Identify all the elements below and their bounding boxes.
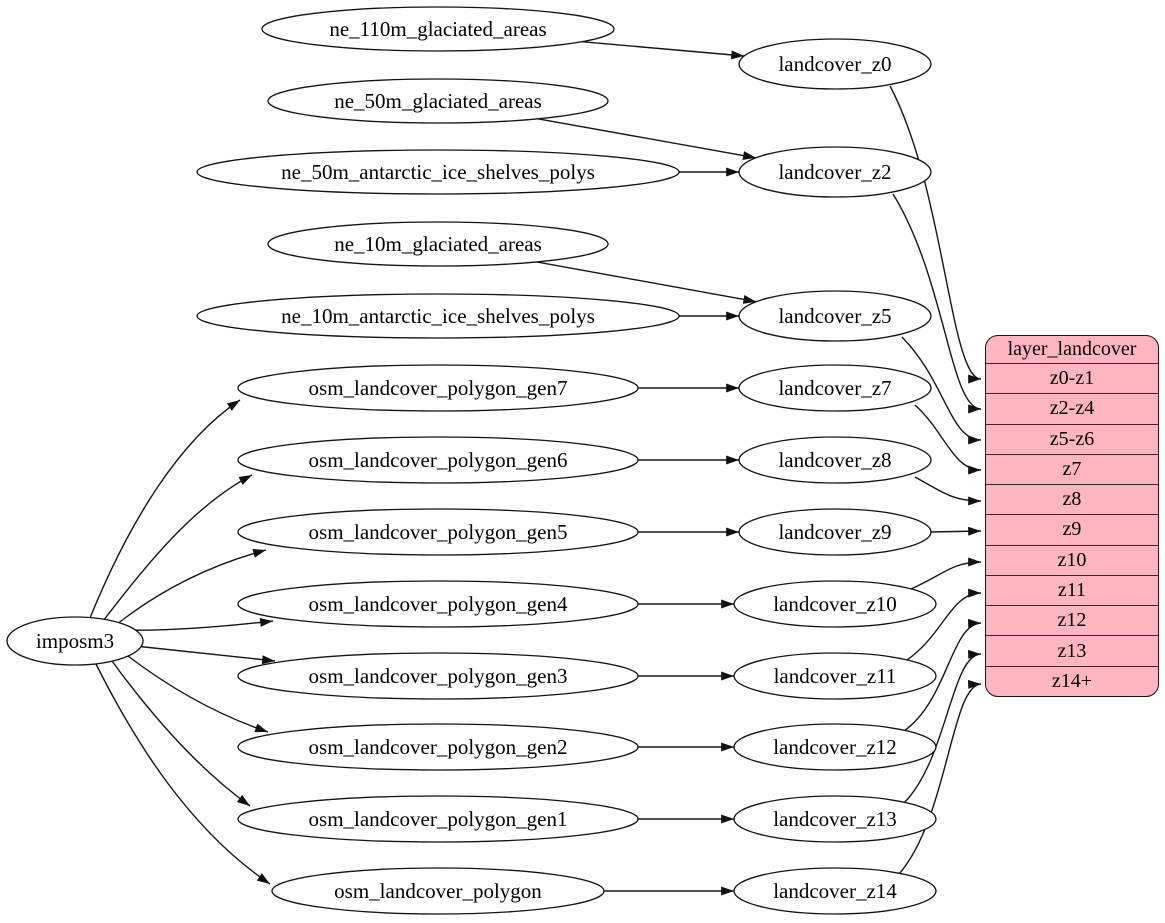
node-label-osm_landcover_polygon_gen7: osm_landcover_polygon_gen7 [309, 376, 568, 400]
edge-landcover_z7-to-layer_landcover-z7 [914, 404, 982, 475]
edge-ne_10m_glaciated_areas-to-landcover_z5 [536, 261, 757, 304]
edge-ne_50m_glaciated_areas-to-landcover_z2 [537, 118, 757, 160]
node-label-landcover_z8: landcover_z8 [778, 448, 891, 472]
table-row-z10: z10 [986, 544, 1158, 575]
edge-imposm3-to-osm_landcover_polygon_gen1 [111, 660, 251, 807]
node-label-osm_landcover_polygon_gen1: osm_landcover_polygon_gen1 [309, 807, 568, 831]
node-ne_10m_antarctic_ice_shelves_polys [196, 293, 680, 339]
node-label-osm_landcover_polygon_gen3: osm_landcover_polygon_gen3 [309, 664, 568, 688]
node-label-ne_10m_antarctic_ice_shelves_polys: ne_10m_antarctic_ice_shelves_polys [281, 304, 595, 328]
table-row-z2-z4: z2-z4 [986, 393, 1158, 423]
node-label-landcover_z11: landcover_z11 [774, 664, 897, 688]
edge-landcover_z5-to-layer_landcover-z5-z6 [901, 336, 982, 445]
node-landcover_z14 [733, 867, 937, 915]
node-landcover_z2 [738, 146, 932, 198]
node-label-landcover_z7: landcover_z7 [778, 376, 891, 400]
node-osm_landcover_polygon_gen7 [237, 364, 639, 412]
edges-layer [89, 41, 982, 896]
edge-landcover_z13-to-layer_landcover-z13 [903, 649, 982, 804]
node-ne_10m_glaciated_areas [267, 221, 609, 267]
node-label-ne_50m_glaciated_areas: ne_50m_glaciated_areas [334, 89, 542, 113]
edge-imposm3-to-osm_landcover_polygon_gen6 [102, 474, 253, 622]
node-landcover_z11 [733, 652, 937, 700]
node-osm_landcover_polygon [271, 867, 605, 915]
table-row-z8: z8 [986, 484, 1158, 514]
node-label-landcover_z13: landcover_z13 [773, 807, 897, 831]
node-label-osm_landcover_polygon_gen2: osm_landcover_polygon_gen2 [309, 735, 568, 759]
node-osm_landcover_polygon_gen4 [237, 580, 639, 628]
table-title: layer_landcover [1007, 338, 1137, 360]
node-landcover_z0 [738, 38, 932, 90]
node-osm_landcover_polygon_gen6 [237, 436, 639, 484]
edge-landcover_z2-to-layer_landcover-z2-z4 [892, 193, 982, 414]
edge-landcover_z8-to-layer_landcover-z8 [914, 476, 982, 506]
node-label-landcover_z12: landcover_z12 [773, 735, 897, 759]
node-label-ne_10m_glaciated_areas: ne_10m_glaciated_areas [334, 232, 542, 256]
layer-landcover-table: layer_landcover z0-z1 z2-z4 z5-z6 z7 z8 … [985, 335, 1159, 697]
table-row-z13: z13 [986, 635, 1158, 665]
node-osm_landcover_polygon_gen3 [237, 652, 639, 700]
edge-imposm3-to-osm_landcover_polygon [95, 663, 271, 885]
node-label-landcover_z2: landcover_z2 [778, 160, 891, 184]
table-row-z9: z9 [986, 514, 1158, 544]
table-row-z12: z12 [986, 605, 1158, 635]
node-landcover_z13 [733, 795, 937, 843]
node-landcover_z8 [738, 436, 932, 484]
table-row-z5-z6: z5-z6 [986, 423, 1158, 454]
table-row-z11: z11 [986, 574, 1158, 605]
edge-landcover_z0-to-layer_landcover-z0-z1 [889, 85, 982, 384]
edge-imposm3-to-osm_landcover_polygon_gen4 [127, 617, 274, 631]
node-label-ne_110m_glaciated_areas: ne_110m_glaciated_areas [329, 17, 546, 41]
node-label-landcover_z0: landcover_z0 [778, 52, 891, 76]
node-landcover_z7 [738, 364, 932, 412]
node-label-osm_landcover_polygon_gen6: osm_landcover_polygon_gen6 [309, 448, 568, 472]
table-row-z14: z14+ [986, 665, 1158, 696]
node-label-osm_landcover_polygon_gen5: osm_landcover_polygon_gen5 [309, 520, 568, 544]
table-row-z0-z1: z0-z1 [986, 363, 1158, 393]
node-landcover_z9 [738, 508, 932, 556]
edge-imposm3-to-osm_landcover_polygon_gen3 [134, 645, 276, 665]
node-landcover_z10 [733, 580, 937, 628]
edge-landcover_z10-to-layer_landcover-z10 [910, 557, 982, 590]
node-landcover_z12 [733, 723, 937, 771]
node-imposm3 [6, 616, 144, 666]
node-label-imposm3: imposm3 [36, 629, 114, 653]
edge-imposm3-to-osm_landcover_polygon_gen7 [89, 399, 241, 619]
nodes-layer: imposm3 ne_110m_glaciated_areas ne_50m_gla… [6, 6, 937, 915]
node-label-osm_landcover_polygon_gen4: osm_landcover_polygon_gen4 [309, 592, 568, 616]
edge-imposm3-to-osm_landcover_polygon_gen2 [127, 655, 269, 733]
edge-landcover_z11-to-layer_landcover-z11 [906, 588, 982, 661]
edge-landcover_z14-to-layer_landcover-z14+ [898, 679, 982, 875]
node-landcover_z5 [738, 290, 932, 342]
node-label-landcover_z5: landcover_z5 [778, 304, 891, 328]
node-label-landcover_z9: landcover_z9 [778, 520, 891, 544]
node-osm_landcover_polygon_gen5 [237, 508, 639, 556]
node-label-ne_50m_antarctic_ice_shelves_polys: ne_50m_antarctic_ice_shelves_polys [281, 160, 595, 184]
table-row-z7: z7 [986, 453, 1158, 484]
node-ne_50m_glaciated_areas [267, 78, 609, 124]
node-osm_landcover_polygon_gen2 [237, 723, 639, 771]
edge-ne_110m_glaciated_areas-to-landcover_z0 [581, 41, 745, 60]
node-ne_110m_glaciated_areas [261, 6, 615, 52]
node-label-landcover_z14: landcover_z14 [773, 879, 897, 903]
node-label-landcover_z10: landcover_z10 [773, 592, 897, 616]
edge-landcover_z9-to-layer_landcover-z9 [930, 526, 982, 536]
node-label-osm_landcover_polygon: osm_landcover_polygon [334, 879, 542, 903]
node-osm_landcover_polygon_gen1 [237, 795, 639, 843]
edge-landcover_z12-to-layer_landcover-z12 [903, 618, 982, 732]
edge-imposm3-to-osm_landcover_polygon_gen5 [115, 548, 267, 626]
node-ne_50m_antarctic_ice_shelves_polys [196, 149, 680, 195]
